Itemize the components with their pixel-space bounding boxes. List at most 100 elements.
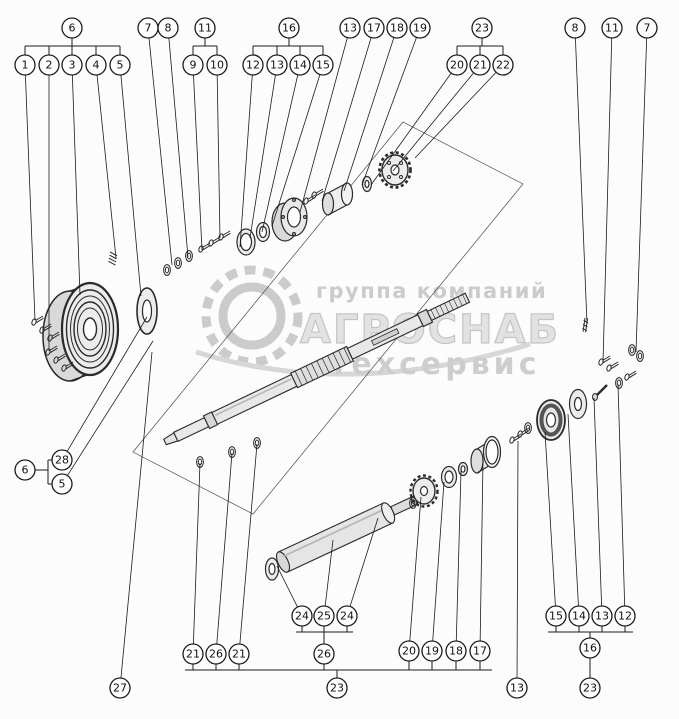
callout-balloon-19: 19 xyxy=(421,481,445,662)
watermark-gear-icon xyxy=(201,265,303,367)
svg-text:22: 22 xyxy=(496,59,510,72)
leader-line-5 xyxy=(67,340,154,476)
sprocket-lower xyxy=(409,474,439,508)
leader-line-18 xyxy=(455,470,462,642)
svg-text:10: 10 xyxy=(210,59,224,72)
callout-balloon-20: 20 xyxy=(370,54,468,186)
svg-text:20: 20 xyxy=(402,645,416,658)
ring-lower-small xyxy=(457,461,469,477)
leader-line-4 xyxy=(96,74,117,259)
svg-text:27: 27 xyxy=(113,682,127,695)
drive-pulley xyxy=(42,281,120,382)
leader-line-12 xyxy=(617,383,626,607)
svg-text:19: 19 xyxy=(413,22,427,35)
callout-balloon-21: 21 xyxy=(392,54,491,172)
leader-line-3 xyxy=(71,74,81,296)
svg-text:15: 15 xyxy=(549,610,563,623)
sprocket-upper xyxy=(378,151,412,189)
svg-text:6: 6 xyxy=(69,22,76,35)
callout-balloon-5: 5 xyxy=(51,340,154,495)
callout-balloon-17: 17 xyxy=(469,459,491,662)
svg-text:11: 11 xyxy=(198,22,212,35)
svg-text:8: 8 xyxy=(572,22,579,35)
leader-line-20 xyxy=(370,72,452,186)
callout-balloon-28: 28 xyxy=(51,316,148,471)
callout-balloon-15: 15 xyxy=(544,431,567,627)
svg-text:7: 7 xyxy=(145,22,152,35)
callout-balloon-21: 21 xyxy=(228,443,258,665)
svg-text:4: 4 xyxy=(93,59,100,72)
svg-text:21: 21 xyxy=(232,648,246,661)
watermark-swoosh xyxy=(195,341,531,377)
callout-balloon-6: 6 xyxy=(61,17,83,39)
callout-balloon-6: 6 xyxy=(14,459,36,481)
leader-line-18 xyxy=(343,37,395,192)
svg-text:16: 16 xyxy=(583,642,597,655)
callout-balloon-5: 5 xyxy=(109,54,142,297)
svg-text:21: 21 xyxy=(473,59,487,72)
svg-text:6: 6 xyxy=(22,464,29,477)
leader-line-8 xyxy=(168,37,189,258)
svg-text:8: 8 xyxy=(165,22,172,35)
svg-text:13: 13 xyxy=(510,682,524,695)
svg-text:24: 24 xyxy=(340,610,354,623)
callout-balloon-14: 14 xyxy=(567,413,590,627)
leader-line-17 xyxy=(321,37,372,202)
flanged-housing-upper xyxy=(271,197,308,242)
svg-text:18: 18 xyxy=(449,645,463,658)
leader-line-24 xyxy=(349,517,379,607)
leader-line-15 xyxy=(544,431,556,607)
leader-line-21 xyxy=(239,443,258,645)
watermark: группа компаний АГРОСНАБ техсервис xyxy=(195,265,560,382)
callout-balloon-7: 7 xyxy=(635,17,658,353)
callout-balloon-24: 24 xyxy=(276,565,313,627)
callout-balloon-26: 26 xyxy=(205,452,233,665)
watermark-line2: АГРОСНАБ xyxy=(300,307,560,353)
svg-text:26: 26 xyxy=(209,648,223,661)
leader-line-20 xyxy=(409,496,422,642)
svg-text:17: 17 xyxy=(473,645,487,658)
leader-line-19 xyxy=(361,37,417,186)
leader-line-14 xyxy=(567,413,579,607)
svg-text:13: 13 xyxy=(270,59,284,72)
bearing-housing-lower xyxy=(536,399,566,441)
leader-line-13 xyxy=(593,397,603,607)
callout-balloon-21: 21 xyxy=(182,462,204,665)
callout-balloon-19: 19 xyxy=(361,17,431,186)
callout-balloon-15: 15 xyxy=(271,54,334,227)
callout-balloon-1: 1 xyxy=(14,54,36,321)
leader-line-8 xyxy=(575,37,588,325)
svg-text:15: 15 xyxy=(316,59,330,72)
svg-text:24: 24 xyxy=(295,610,309,623)
leader-line-17 xyxy=(479,459,484,642)
leader-line-13 xyxy=(516,440,519,679)
callout-balloon-27: 27 xyxy=(109,351,153,699)
leader-line-24 xyxy=(276,565,298,608)
leader-line-15 xyxy=(271,74,321,227)
svg-text:13: 13 xyxy=(595,610,609,623)
spacer-cup-lower xyxy=(470,435,502,474)
callout-balloon-26: 26 xyxy=(313,643,335,665)
ring-lower xyxy=(440,465,458,489)
leader-line-7 xyxy=(148,37,173,266)
svg-text:12: 12 xyxy=(618,610,632,623)
callout-balloon-3: 3 xyxy=(61,54,83,296)
svg-text:12: 12 xyxy=(246,59,260,72)
svg-text:17: 17 xyxy=(367,22,381,35)
callout-balloon-25: 25 xyxy=(313,539,335,627)
svg-text:11: 11 xyxy=(605,22,619,35)
callout-balloon-12: 12 xyxy=(239,54,264,248)
svg-text:5: 5 xyxy=(59,478,66,491)
leader-line-13 xyxy=(249,74,276,239)
callout-balloon-22: 22 xyxy=(414,54,514,159)
lower-tube-washer xyxy=(264,557,280,581)
ring-upper-2 xyxy=(255,221,271,243)
callout-balloon-8: 8 xyxy=(157,17,189,258)
end-bolt-lower xyxy=(592,384,608,401)
callout-balloon-13: 13 xyxy=(299,17,361,213)
callout-balloon-18: 18 xyxy=(445,470,467,662)
leader-line-28 xyxy=(66,316,148,452)
svg-text:13: 13 xyxy=(343,22,357,35)
